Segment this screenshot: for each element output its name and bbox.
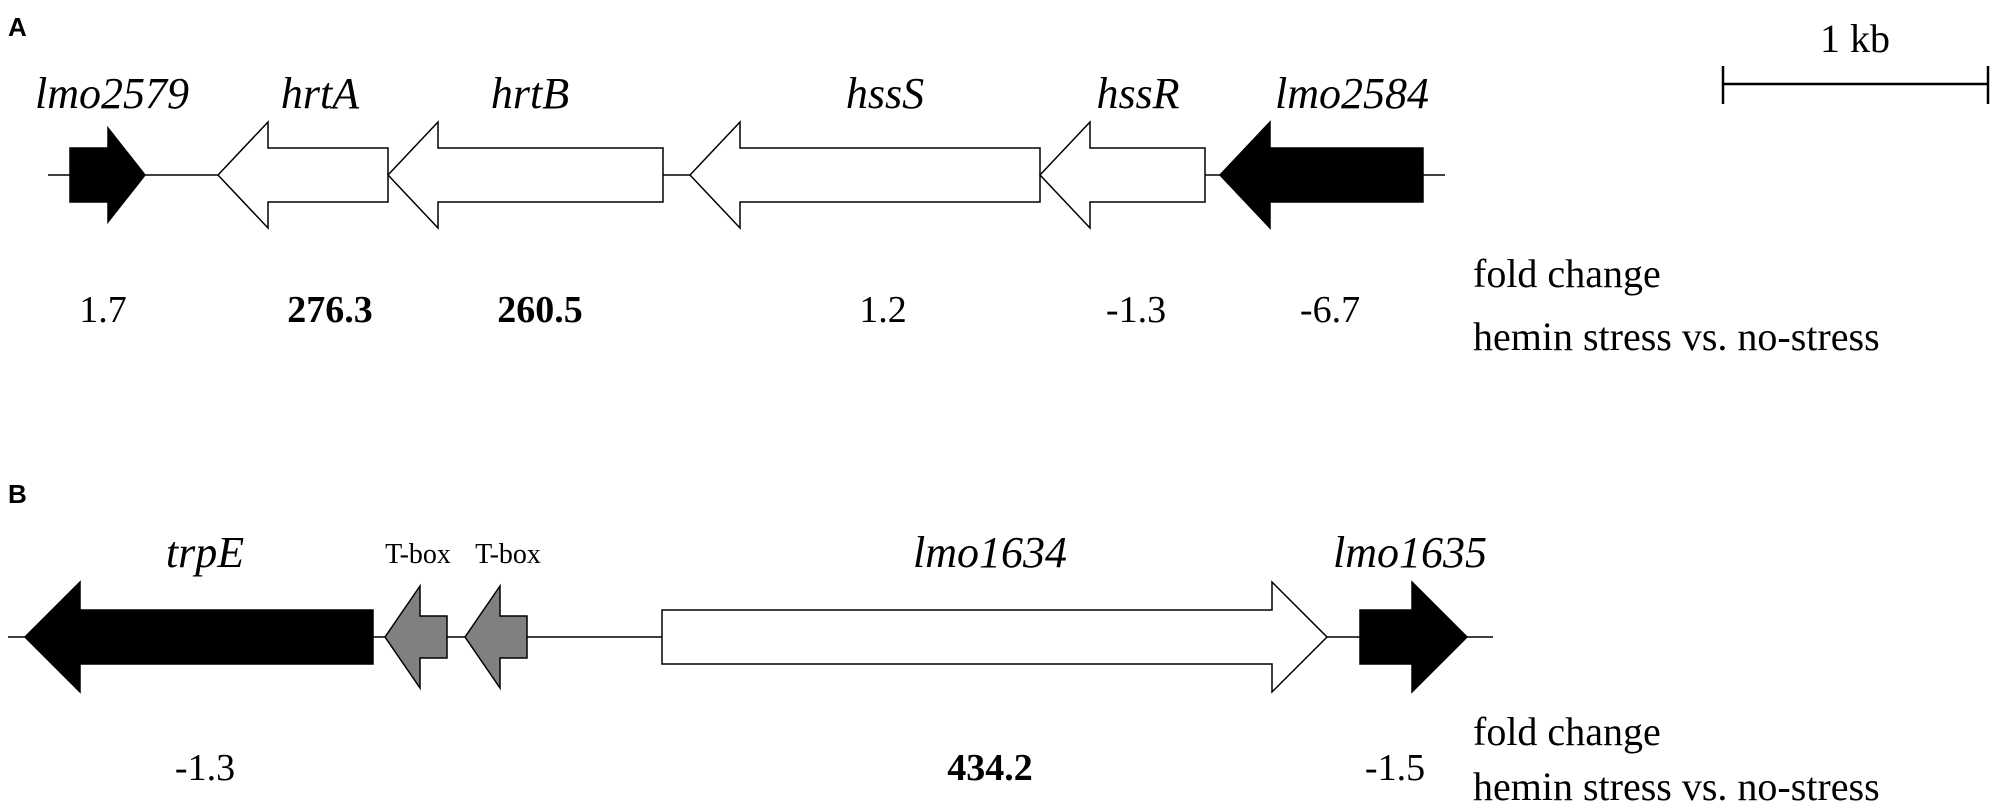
panel-b-letter: B <box>8 479 27 509</box>
fold-value-trpE: -1.3 <box>175 747 235 789</box>
gene-arrow-lmo2579 <box>69 125 146 225</box>
panel-a-letter: A <box>8 12 27 42</box>
gene-label-lmo2584: lmo2584 <box>1275 69 1429 118</box>
fold-value-hrtB: 260.5 <box>497 289 583 331</box>
fold-value-lmo2584: -6.7 <box>1300 289 1360 331</box>
gene-arrow-hssR <box>1038 120 1206 230</box>
gene-label-lmo1635: lmo1635 <box>1333 528 1487 577</box>
legend-b-line2: hemin stress vs. no-stress <box>1473 764 1880 809</box>
fold-value-lmo1634: 434.2 <box>947 747 1033 789</box>
gene-arrow-trpE <box>23 580 374 694</box>
tbox-label-2: T-box <box>475 539 541 570</box>
gene-arrow-lmo1635 <box>1359 580 1469 694</box>
gene-label-hrtA: hrtA <box>281 69 360 118</box>
fold-value-lmo1635: -1.5 <box>1365 747 1425 789</box>
scale-bar: 1 kb <box>1721 16 1990 104</box>
fold-value-hssR: -1.3 <box>1106 289 1166 331</box>
gene-arrow-lmo2584 <box>1218 120 1424 230</box>
legend-a-line2: hemin stress vs. no-stress <box>1473 314 1880 359</box>
gene-label-trpE: trpE <box>166 528 244 577</box>
gene-arrow-lmo1634 <box>661 580 1329 694</box>
gene-arrow-hrtB <box>386 120 664 230</box>
gene-label-lmo1634: lmo1634 <box>913 528 1067 577</box>
tbox-arrow-1 <box>384 583 448 691</box>
gene-label-hssS: hssS <box>846 69 924 118</box>
panel-b: B trpE T-box T-box lmo1634 lmo1635 -1.3 … <box>8 479 1880 809</box>
tbox-label-1: T-box <box>385 539 451 570</box>
gene-arrow-hssS <box>688 120 1041 230</box>
legend-a-line1: fold change <box>1473 251 1661 296</box>
fold-value-lmo2579: 1.7 <box>79 289 127 331</box>
fold-value-hrtA: 276.3 <box>287 289 373 331</box>
panel-a: A lmo2579 hrtA hrtB hssS hssR lmo2584 1.… <box>8 12 1990 359</box>
legend-b-line1: fold change <box>1473 709 1661 754</box>
fold-value-hssS: 1.2 <box>859 289 907 331</box>
tbox-arrow-2 <box>464 583 528 691</box>
gene-label-hrtB: hrtB <box>491 69 569 118</box>
gene-label-hssR: hssR <box>1096 69 1179 118</box>
scale-bar-label: 1 kb <box>1820 16 1890 61</box>
gene-label-lmo2579: lmo2579 <box>35 69 189 118</box>
gene-arrow-hrtA <box>216 120 389 230</box>
